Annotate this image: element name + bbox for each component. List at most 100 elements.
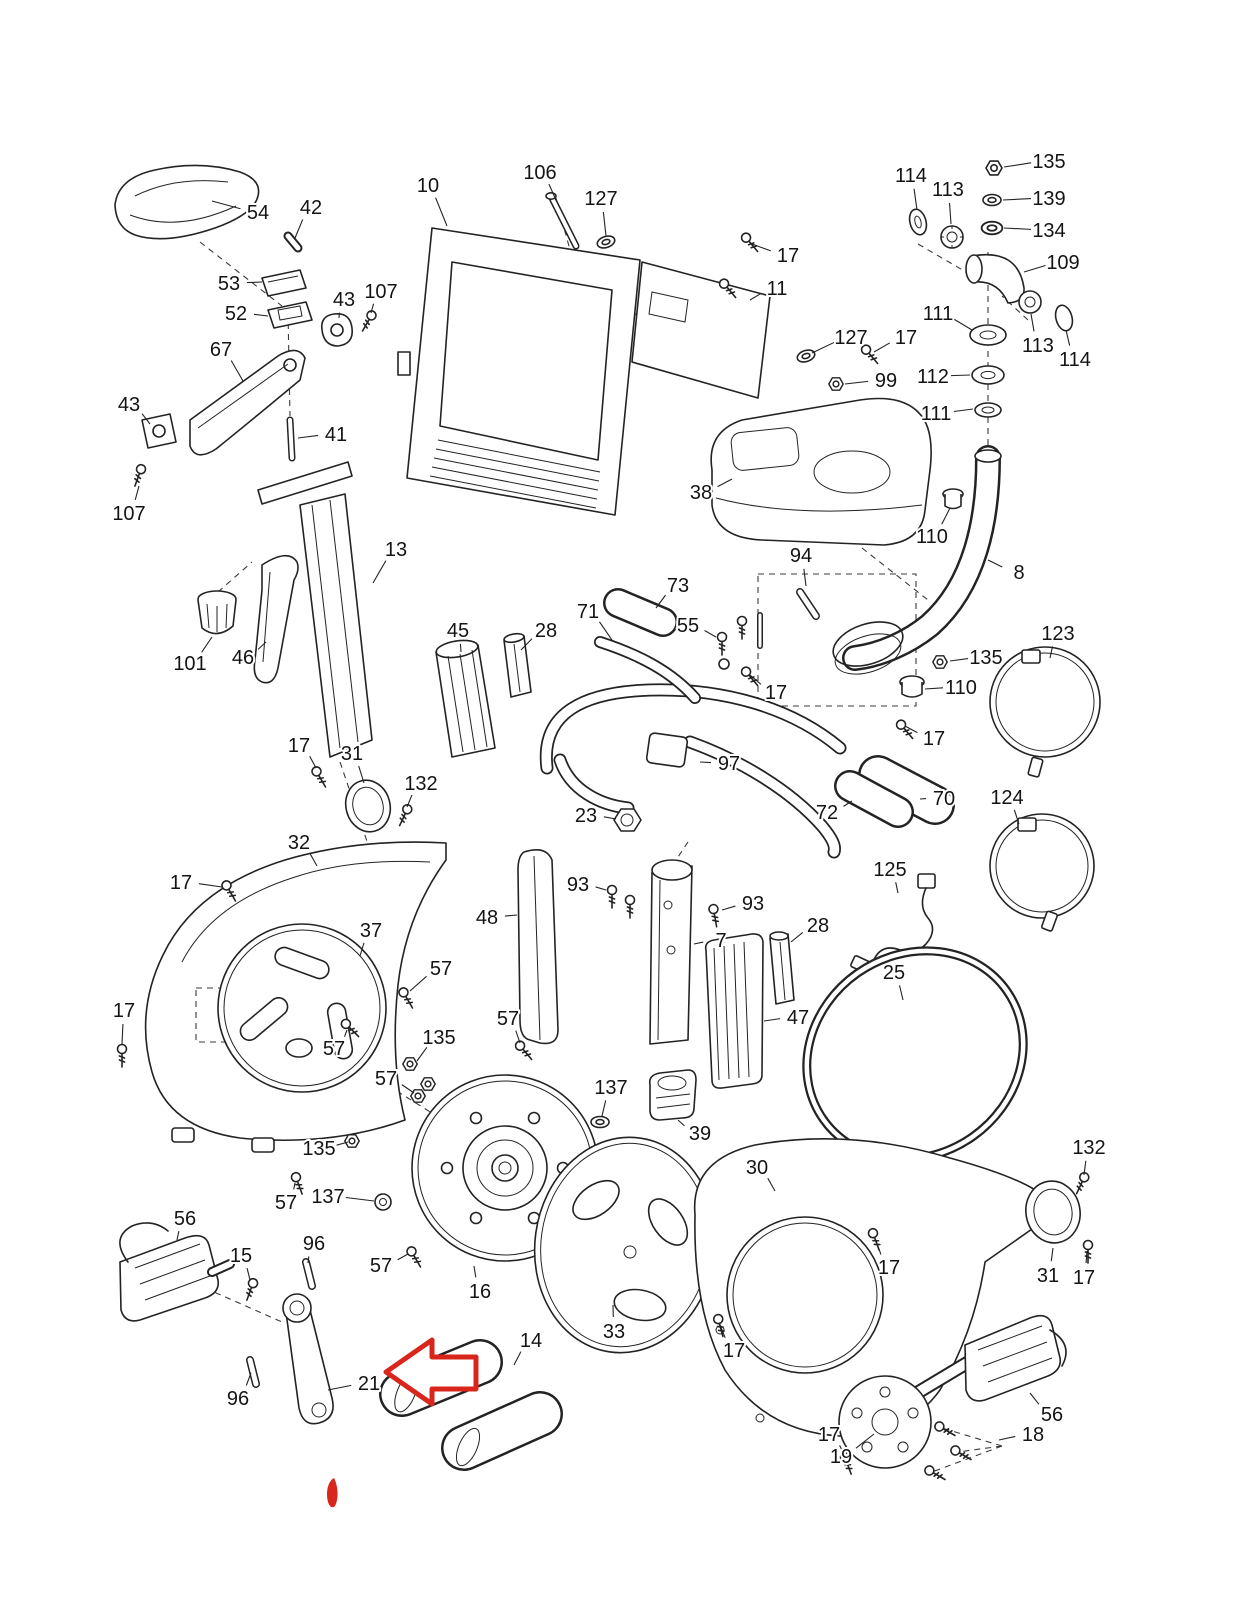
leader-line-28 [790, 932, 804, 943]
screw-57 [396, 985, 418, 1012]
right-shroud-30 [693, 1138, 1053, 1437]
roller-112 [971, 365, 1005, 385]
leader-line-23 [603, 816, 617, 820]
part-label-71: 71 [577, 601, 599, 623]
leader-line-127 [811, 341, 835, 354]
leader-line-96 [245, 1372, 252, 1386]
screw-17 [738, 230, 762, 256]
screw-17 [1082, 1239, 1094, 1264]
leader-line-109 [1023, 264, 1046, 273]
leader-line-16 [473, 1265, 477, 1278]
part-label-7: 7 [715, 930, 726, 952]
part-label-111: 111 [923, 303, 953, 325]
leader-line-139 [1002, 198, 1032, 201]
leader-line-17 [1085, 1250, 1088, 1264]
part-label-57: 57 [275, 1192, 297, 1214]
leader-line-54 [211, 200, 241, 210]
pedal-56-right [964, 1314, 1067, 1402]
part-label-137: 137 [594, 1077, 627, 1099]
part-label-110: 110 [945, 677, 977, 699]
leader-line-17 [839, 1445, 846, 1457]
nut-135 [420, 1077, 436, 1091]
part-label-124: 124 [990, 787, 1023, 809]
part-label-21: 21 [358, 1373, 380, 1395]
console-10 [397, 227, 641, 516]
part-label-56: 56 [174, 1208, 196, 1230]
bolt-18-c [922, 1463, 949, 1485]
bushing-110-b [899, 675, 925, 698]
part-label-114: 114 [895, 165, 927, 187]
nut-99 [828, 377, 844, 391]
bracket-43-left [141, 413, 177, 449]
part-label-52: 52 [225, 303, 247, 325]
part-label-93: 93 [742, 893, 764, 915]
leader-line-37 [359, 942, 365, 957]
panel-48 [517, 849, 559, 1045]
leader-line-17 [121, 1023, 124, 1045]
part-label-17: 17 [895, 327, 917, 349]
leader-line-17 [749, 674, 762, 685]
leader-line-13 [372, 560, 387, 584]
handlebar-clamp [645, 732, 689, 768]
highlight-arrow [383, 1337, 479, 1407]
nut-135-mid [932, 655, 948, 669]
part-label-137: 137 [311, 1186, 344, 1208]
leader-line-46 [257, 641, 267, 650]
leader-line-57 [293, 1182, 296, 1190]
part-label-132: 132 [1072, 1137, 1105, 1159]
part-label-17: 17 [765, 682, 787, 704]
seat-54 [114, 164, 260, 240]
part-label-113: 113 [932, 179, 964, 201]
leader-line-132 [1083, 1160, 1087, 1176]
part-label-10: 10 [417, 175, 439, 197]
part-label-96: 96 [227, 1388, 249, 1410]
part-label-99: 99 [875, 370, 897, 392]
part-label-8: 8 [1013, 562, 1024, 584]
part-label-132: 132 [404, 773, 437, 795]
post-top-plate [257, 461, 353, 505]
tray-38 [710, 397, 932, 546]
leader-line-134 [1003, 227, 1032, 230]
part-label-17: 17 [878, 1257, 900, 1279]
part-label-43: 43 [333, 289, 355, 311]
part-label-17: 17 [818, 1424, 840, 1446]
part-label-101: 101 [173, 653, 206, 675]
part-label-53: 53 [218, 273, 240, 295]
part-label-97: 97 [718, 753, 740, 775]
part-label-11: 11 [767, 278, 788, 300]
screw-17 [116, 1043, 128, 1068]
leader-line-21 [327, 1384, 352, 1391]
leader-line-135 [416, 1046, 428, 1062]
nut-135 [344, 1134, 360, 1148]
screw-93-a [606, 884, 618, 909]
leader-line-125 [895, 882, 899, 894]
part-label-16: 16 [469, 1281, 491, 1303]
part-label-57: 57 [370, 1255, 392, 1277]
part-label-57: 57 [497, 1008, 519, 1030]
seat-post-13 [257, 461, 373, 758]
pin-96-b [246, 1356, 260, 1388]
leader-line-53 [246, 281, 263, 284]
part-label-54: 54 [247, 202, 269, 224]
pin-41 [286, 416, 296, 462]
leader-line-111 [953, 318, 973, 331]
part-label-43: 43 [118, 394, 140, 416]
leader-line-107 [134, 485, 140, 501]
ring-31-right [1025, 1180, 1081, 1244]
nut-23 [613, 808, 642, 832]
leader-line-71 [599, 621, 613, 641]
part-label-57: 57 [323, 1038, 345, 1060]
part-label-56: 56 [1041, 1404, 1063, 1426]
part-label-17: 17 [1073, 1267, 1095, 1289]
part-label-17: 17 [288, 735, 310, 757]
leader-line-42 [294, 219, 304, 239]
leader-line-38 [717, 478, 733, 488]
leader-line-137 [345, 1196, 375, 1202]
leader-line-93 [595, 886, 607, 891]
part-label-46: 46 [232, 647, 254, 669]
leader-line-18 [998, 1435, 1016, 1441]
part-label-47: 47 [787, 1007, 809, 1029]
part-label-114: 114 [1059, 349, 1091, 371]
part-label-135: 135 [302, 1138, 335, 1160]
